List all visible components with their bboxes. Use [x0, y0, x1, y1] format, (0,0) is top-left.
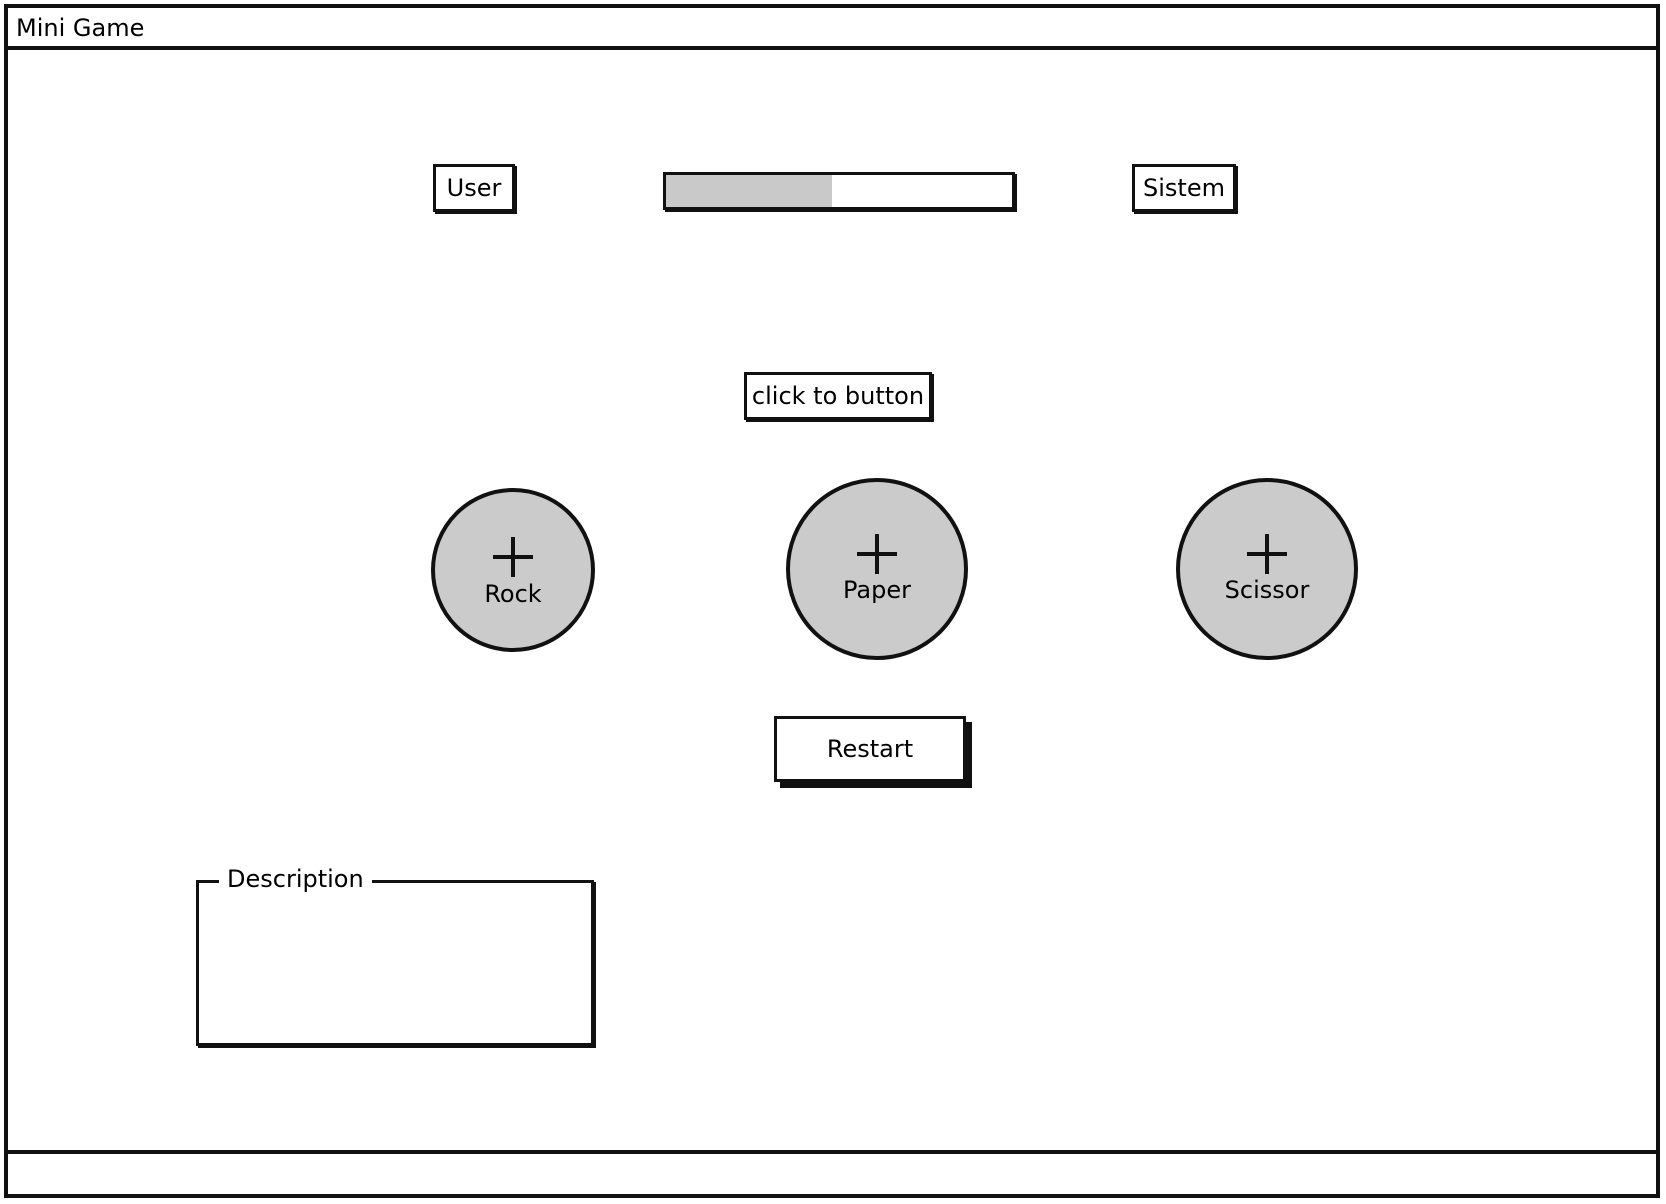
rock-button[interactable]: Rock	[431, 488, 595, 652]
system-label: Sistem	[1132, 164, 1236, 212]
scissor-button[interactable]: Scissor	[1176, 478, 1358, 660]
game-window: Mini Game User Sistem click to button Ro…	[4, 4, 1660, 1198]
plus-icon	[857, 534, 897, 574]
score-progress-bar	[663, 172, 1015, 210]
plus-icon	[493, 537, 533, 577]
status-bar	[8, 1150, 1656, 1194]
plus-icon	[1247, 534, 1287, 574]
score-progress-fill	[666, 175, 833, 207]
restart-button[interactable]: Restart	[774, 716, 966, 782]
description-legend: Description	[219, 863, 372, 895]
window-title: Mini Game	[16, 14, 145, 42]
rock-button-label: Rock	[484, 580, 542, 608]
user-label: User	[433, 164, 515, 212]
description-box: Description	[196, 863, 594, 1046]
paper-button[interactable]: Paper	[786, 478, 968, 660]
instruction-label: click to button	[744, 372, 932, 420]
title-bar: Mini Game	[8, 8, 1656, 50]
scissor-button-label: Scissor	[1224, 576, 1310, 604]
paper-button-label: Paper	[843, 576, 911, 604]
